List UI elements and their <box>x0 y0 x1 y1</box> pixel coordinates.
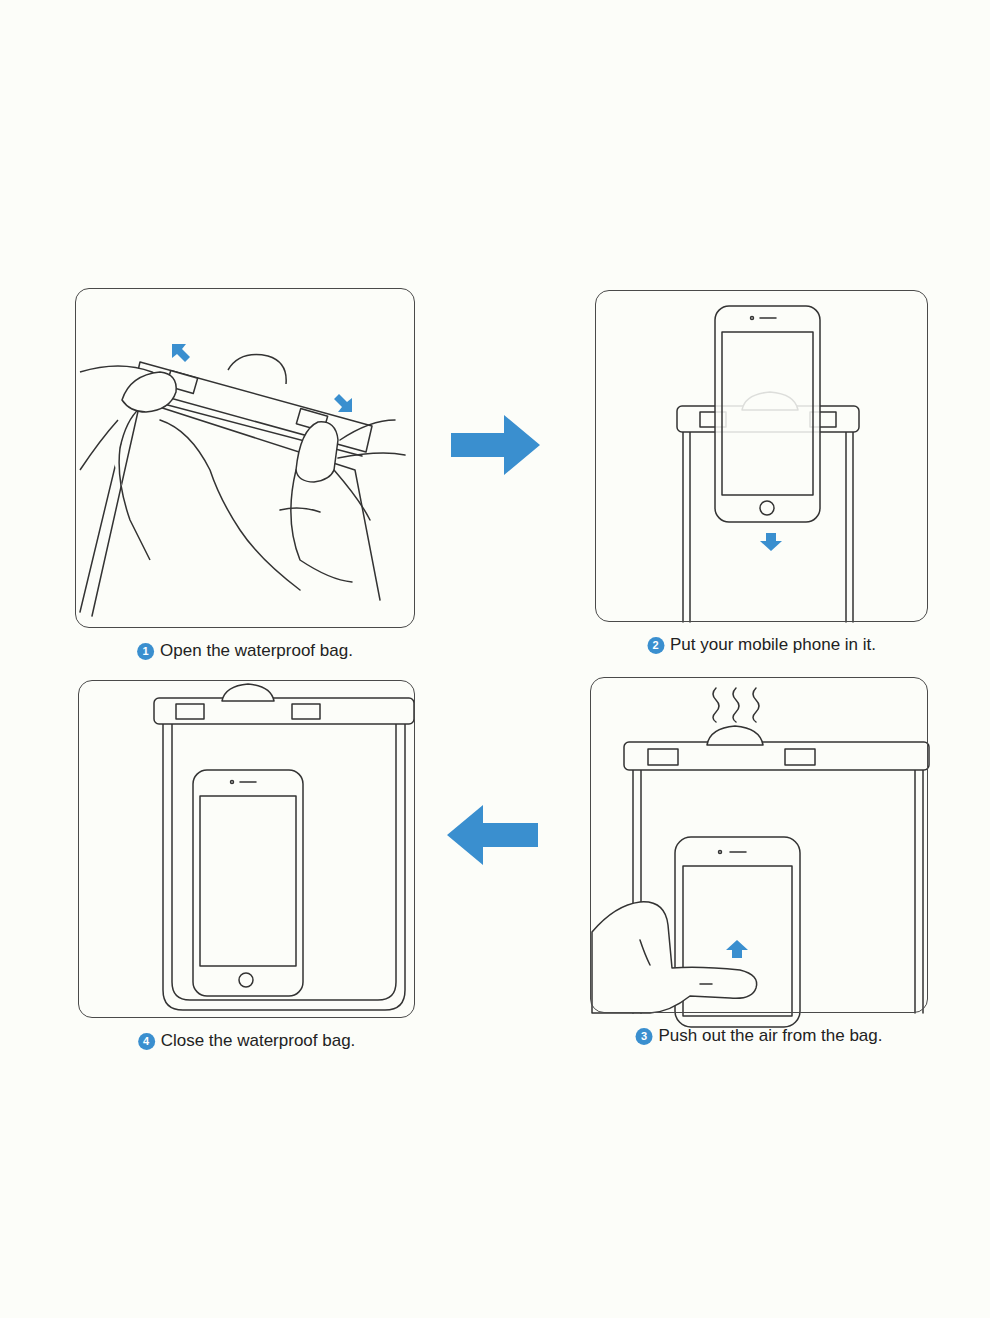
step-caption: 3 Push out the air from the bag. <box>636 1026 883 1046</box>
closed-bag-drawing <box>154 684 414 1010</box>
step-panel: 1Open the waterproof bag. <box>75 288 415 628</box>
insert-phone-drawing <box>677 306 859 622</box>
step-caption: 4 Close the waterproof bag. <box>138 1031 356 1051</box>
step-number: 1 <box>137 643 154 660</box>
step-number: 2 <box>647 637 664 654</box>
open-bag-drawing <box>80 344 405 616</box>
step-text: Put your mobile phone in it. <box>670 635 876 655</box>
step-text: Push out the air from the bag. <box>659 1026 883 1046</box>
step-number: 3 <box>636 1028 653 1045</box>
step-caption: 1 Open the waterproof bag. <box>137 641 353 661</box>
step-panel: 3Push out the air from the bag. <box>590 677 928 1013</box>
step-panel: 4Close the waterproof bag. <box>78 680 415 1018</box>
step-number: 4 <box>138 1033 155 1050</box>
step-text: Open the waterproof bag. <box>160 641 353 661</box>
push-air-drawing <box>592 688 929 1027</box>
step-panel: 2Put your mobile phone in it. <box>595 290 928 622</box>
step-arrow <box>447 805 538 865</box>
step-arrow <box>451 415 540 475</box>
step-caption: 2 Put your mobile phone in it. <box>647 635 876 655</box>
step-text: Close the waterproof bag. <box>161 1031 356 1051</box>
